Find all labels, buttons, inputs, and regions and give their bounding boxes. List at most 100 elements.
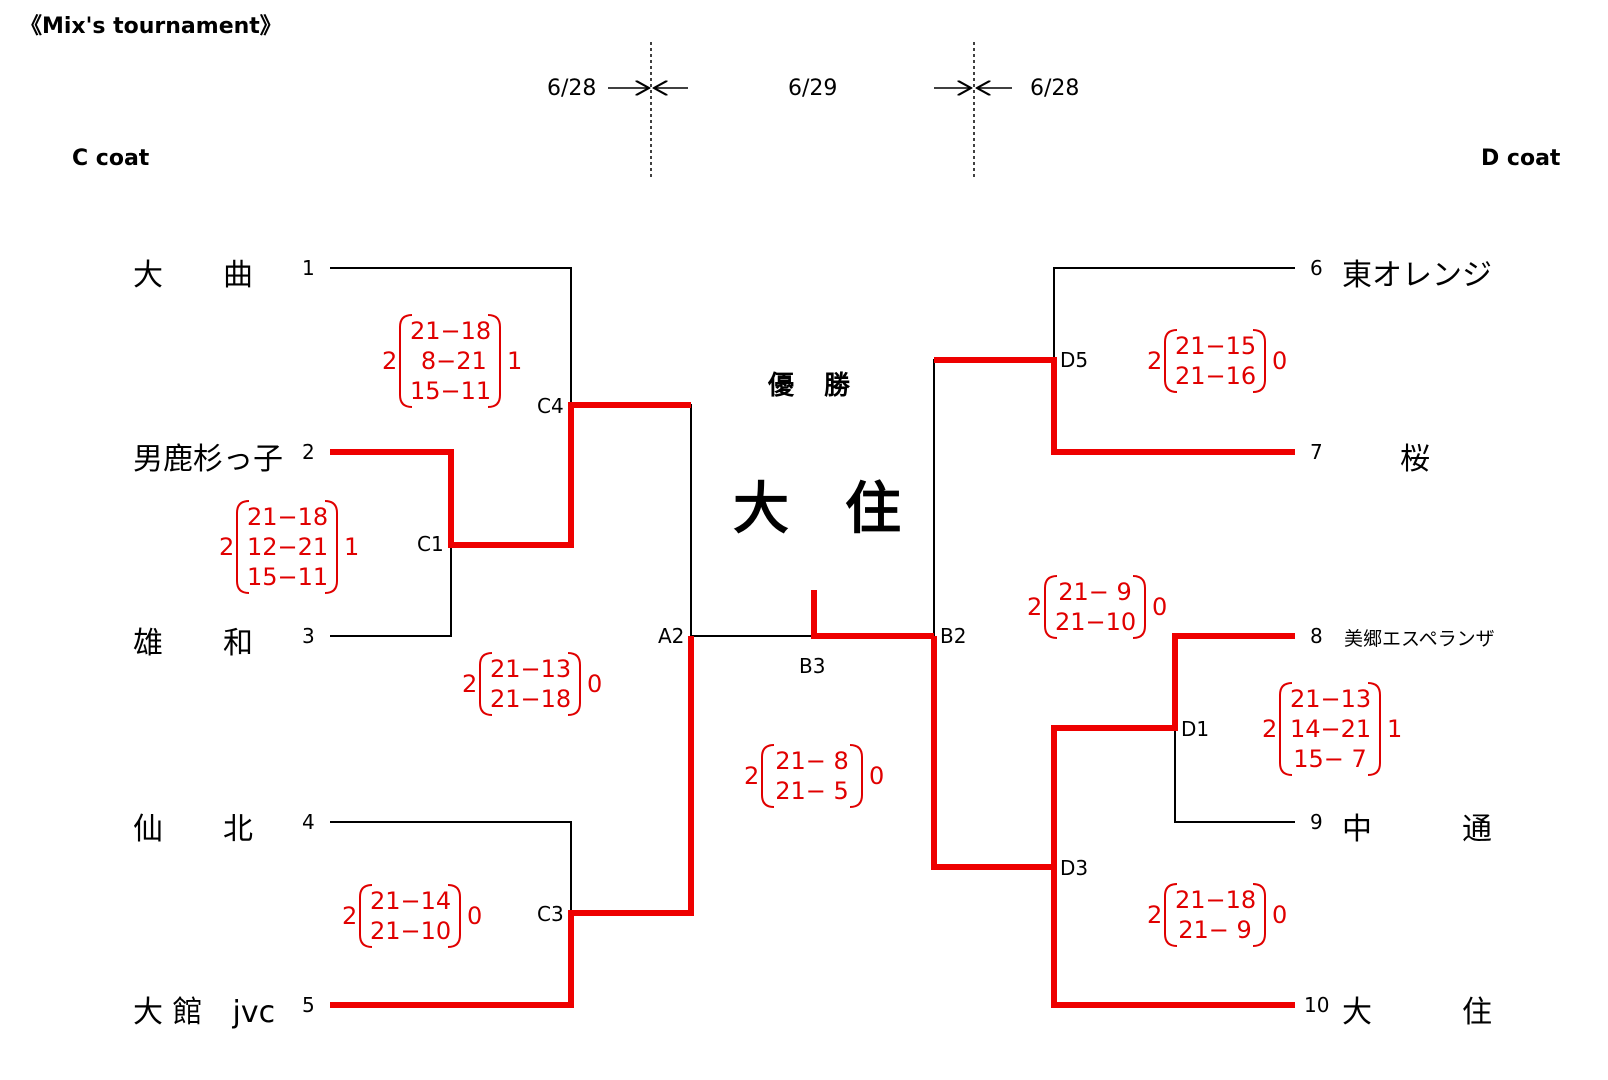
date-left: 6/28	[547, 76, 597, 101]
set-score: 21− 8	[775, 747, 849, 775]
score-brackets	[479, 652, 581, 716]
left-paren	[479, 652, 493, 716]
team-seed-1: 1	[302, 256, 315, 280]
champion-name: 大 住	[733, 477, 901, 542]
set-score: 21−18	[247, 503, 329, 531]
set-score: 21− 9	[1058, 578, 1132, 606]
set-score: 21−13	[1290, 685, 1372, 713]
right-paren	[447, 884, 461, 948]
team-seed-3: 3	[302, 624, 315, 648]
score-brackets	[1279, 682, 1381, 776]
node-d3: D3	[1060, 856, 1089, 880]
set-score: 21−18	[1175, 886, 1257, 914]
set-score: 21−18	[410, 317, 492, 345]
team-name-4: 仙 北	[133, 812, 253, 847]
node-c3: C3	[537, 902, 564, 926]
set-score: 21− 5	[775, 777, 849, 805]
line-team-9	[1174, 728, 1295, 823]
page-title: 《Mix's tournament》	[20, 14, 282, 39]
team-seed-4: 4	[302, 810, 315, 834]
team-seed-6: 6	[1310, 256, 1323, 280]
score-brackets	[399, 314, 501, 408]
date-center: 6/29	[788, 76, 838, 101]
sets-won-right: 0	[467, 902, 483, 930]
sets-won-left: 2	[1262, 715, 1278, 743]
sets-won-right: 1	[344, 533, 360, 561]
set-score: 15− 7	[1293, 745, 1367, 773]
team-name-5: 大 館 jvc	[133, 995, 276, 1030]
line-team-3	[330, 545, 452, 637]
left-paren	[236, 500, 250, 594]
sets-won-left: 2	[1027, 593, 1043, 621]
sets-won-left: 2	[462, 670, 478, 698]
team-name-9: 中 通	[1342, 812, 1492, 847]
team-seed-7: 7	[1310, 440, 1323, 464]
node-a2: A2	[658, 624, 685, 648]
set-score: 21−14	[370, 887, 452, 915]
set-score: 12−21	[247, 533, 329, 561]
team-name-7: 桜	[1400, 442, 1430, 477]
left-paren	[1164, 883, 1178, 947]
node-b2: B2	[940, 624, 967, 648]
left-paren	[399, 314, 413, 408]
date-right: 6/28	[1030, 76, 1080, 101]
set-score: 21−16	[1175, 362, 1257, 390]
set-score: 15−11	[410, 377, 492, 405]
sets-won-right: 1	[1387, 715, 1403, 743]
right-paren	[1132, 575, 1146, 639]
team-name-2: 男鹿杉っ子	[133, 442, 283, 477]
set-score: 21−18	[490, 685, 572, 713]
winner-path-d3	[931, 636, 1295, 1008]
sets-won-right: 0	[587, 670, 603, 698]
set-score: 21−10	[370, 917, 452, 945]
team-name-6: 東オレンジ	[1342, 258, 1492, 293]
right-paren	[567, 652, 581, 716]
team-name-10: 大 住	[1342, 995, 1492, 1030]
winner-path-c3	[330, 636, 694, 1008]
line-team-6	[1053, 267, 1295, 360]
line-team-4	[330, 821, 572, 913]
sets-won-left: 2	[1147, 347, 1163, 375]
node-c4: C4	[537, 394, 564, 418]
team-name-3: 雄 和	[133, 626, 253, 661]
set-score: 21− 9	[1178, 916, 1252, 944]
node-d1: D1	[1181, 717, 1210, 741]
set-score: 8−21	[413, 347, 487, 375]
set-score: 21−13	[490, 655, 572, 683]
winner-path-d1	[1051, 633, 1295, 867]
set-score: 15−11	[247, 563, 329, 591]
team-name-1: 大 曲	[133, 258, 253, 293]
sets-won-left: 2	[342, 902, 358, 930]
set-score: 21−10	[1055, 608, 1137, 636]
winner-path-c	[330, 402, 691, 548]
right-paren	[487, 314, 501, 408]
right-paren	[324, 500, 338, 594]
line-c4-to-a2	[571, 404, 692, 636]
team-seed-2: 2	[302, 440, 315, 464]
team-seed-9: 9	[1310, 810, 1323, 834]
sets-won-left: 2	[1147, 901, 1163, 929]
winner-path-final	[811, 590, 934, 639]
sets-won-right: 0	[1152, 593, 1168, 621]
node-d5: D5	[1060, 348, 1089, 372]
right-paren	[1252, 883, 1266, 947]
left-paren	[1164, 329, 1178, 393]
c-coat-label: C coat	[72, 146, 150, 171]
sets-won-left: 2	[744, 762, 760, 790]
team-name-8: 美郷エスペランザ	[1344, 628, 1495, 650]
score-brackets	[1044, 575, 1146, 639]
left-paren	[761, 744, 775, 808]
sets-won-right: 1	[507, 347, 523, 375]
node-b3: B3	[799, 654, 826, 678]
set-score: 21−15	[1175, 332, 1257, 360]
sets-won-left: 2	[382, 347, 398, 375]
